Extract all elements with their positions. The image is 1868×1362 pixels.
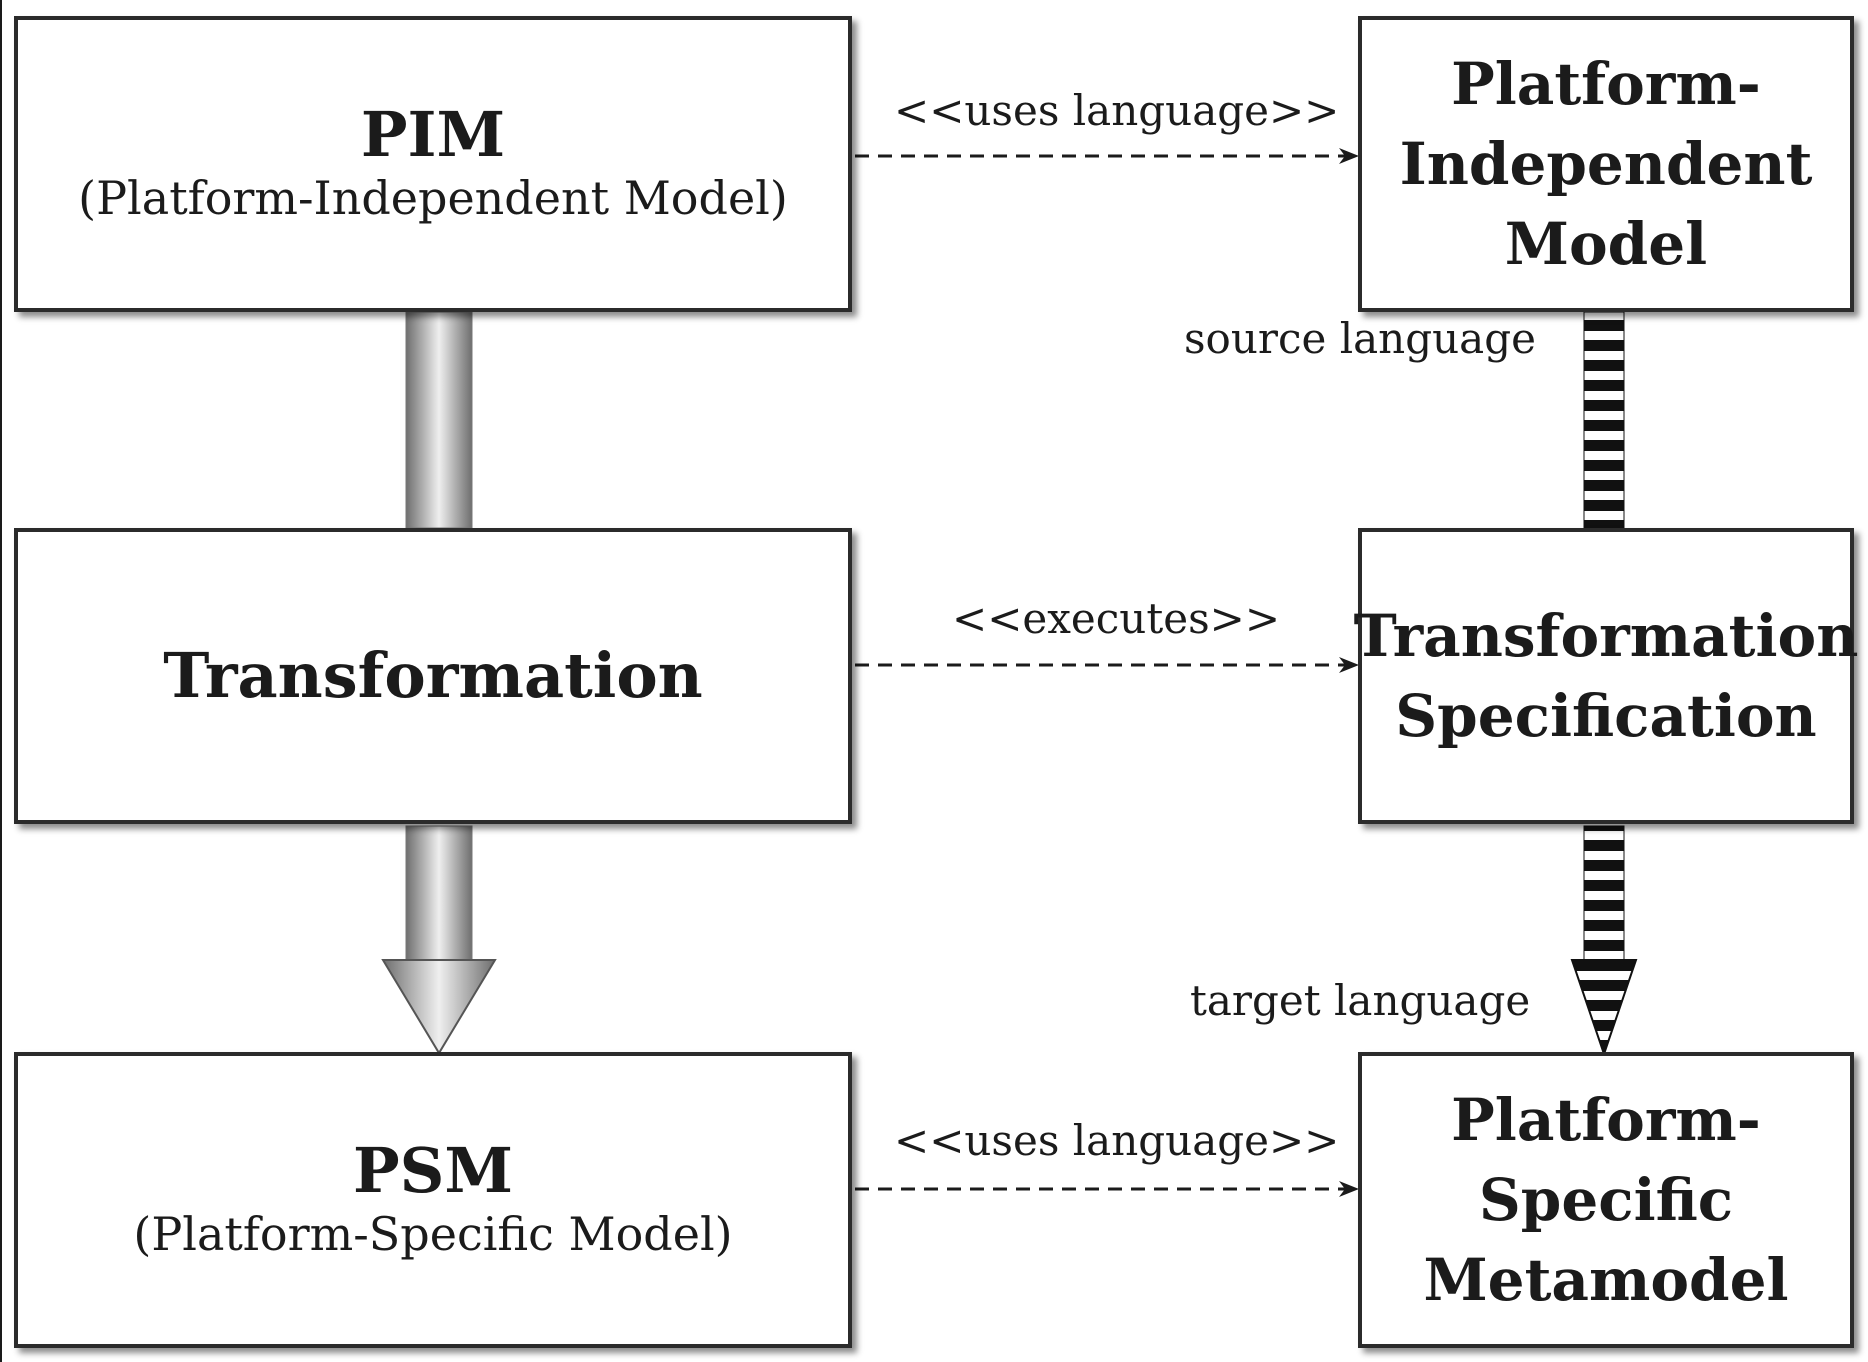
transformation-specification-box: Transformation Specification xyxy=(1354,528,1858,824)
psm-uses-language-label: <<uses language>> xyxy=(894,1116,1340,1165)
pim-subtitle: (Platform-Independent Model) xyxy=(78,170,788,225)
transformation-executes-label: <<executes>> xyxy=(952,594,1281,643)
pim-uses-language-label: <<uses language>> xyxy=(894,86,1340,135)
target-language-label: target language xyxy=(1190,976,1531,1025)
source-language-label: source language xyxy=(1184,314,1536,363)
transformation-specification-title: Transformation Specification xyxy=(1353,602,1859,750)
psm-box: PSM (Platform-Specific Model) xyxy=(14,1052,852,1348)
target-language-arrowhead xyxy=(1570,959,1638,1058)
transformation-title: Transformation xyxy=(163,639,703,713)
pim-to-transformation-shaft xyxy=(405,311,473,529)
psm-subtitle: (Platform-Specific Model) xyxy=(133,1206,733,1261)
platform-specific-metamodel-box: Platform- Specific Metamodel xyxy=(1358,1052,1854,1348)
source-language-connector xyxy=(1583,311,1625,529)
transformation-to-psm-arrowhead xyxy=(381,959,497,1055)
transformation-to-psm-shaft xyxy=(405,825,473,963)
psm-title: PSM xyxy=(352,1133,514,1207)
platform-independent-model-box: Platform- Independent Model xyxy=(1358,16,1854,312)
pim-title: PIM xyxy=(360,97,506,171)
transformation-box: Transformation xyxy=(14,528,852,824)
platform-specific-metamodel-title: Platform- Specific Metamodel xyxy=(1423,1086,1789,1314)
pim-box: PIM (Platform-Independent Model) xyxy=(14,16,852,312)
target-language-connector xyxy=(1583,825,1625,963)
platform-independent-model-title: Platform- Independent Model xyxy=(1399,50,1813,278)
